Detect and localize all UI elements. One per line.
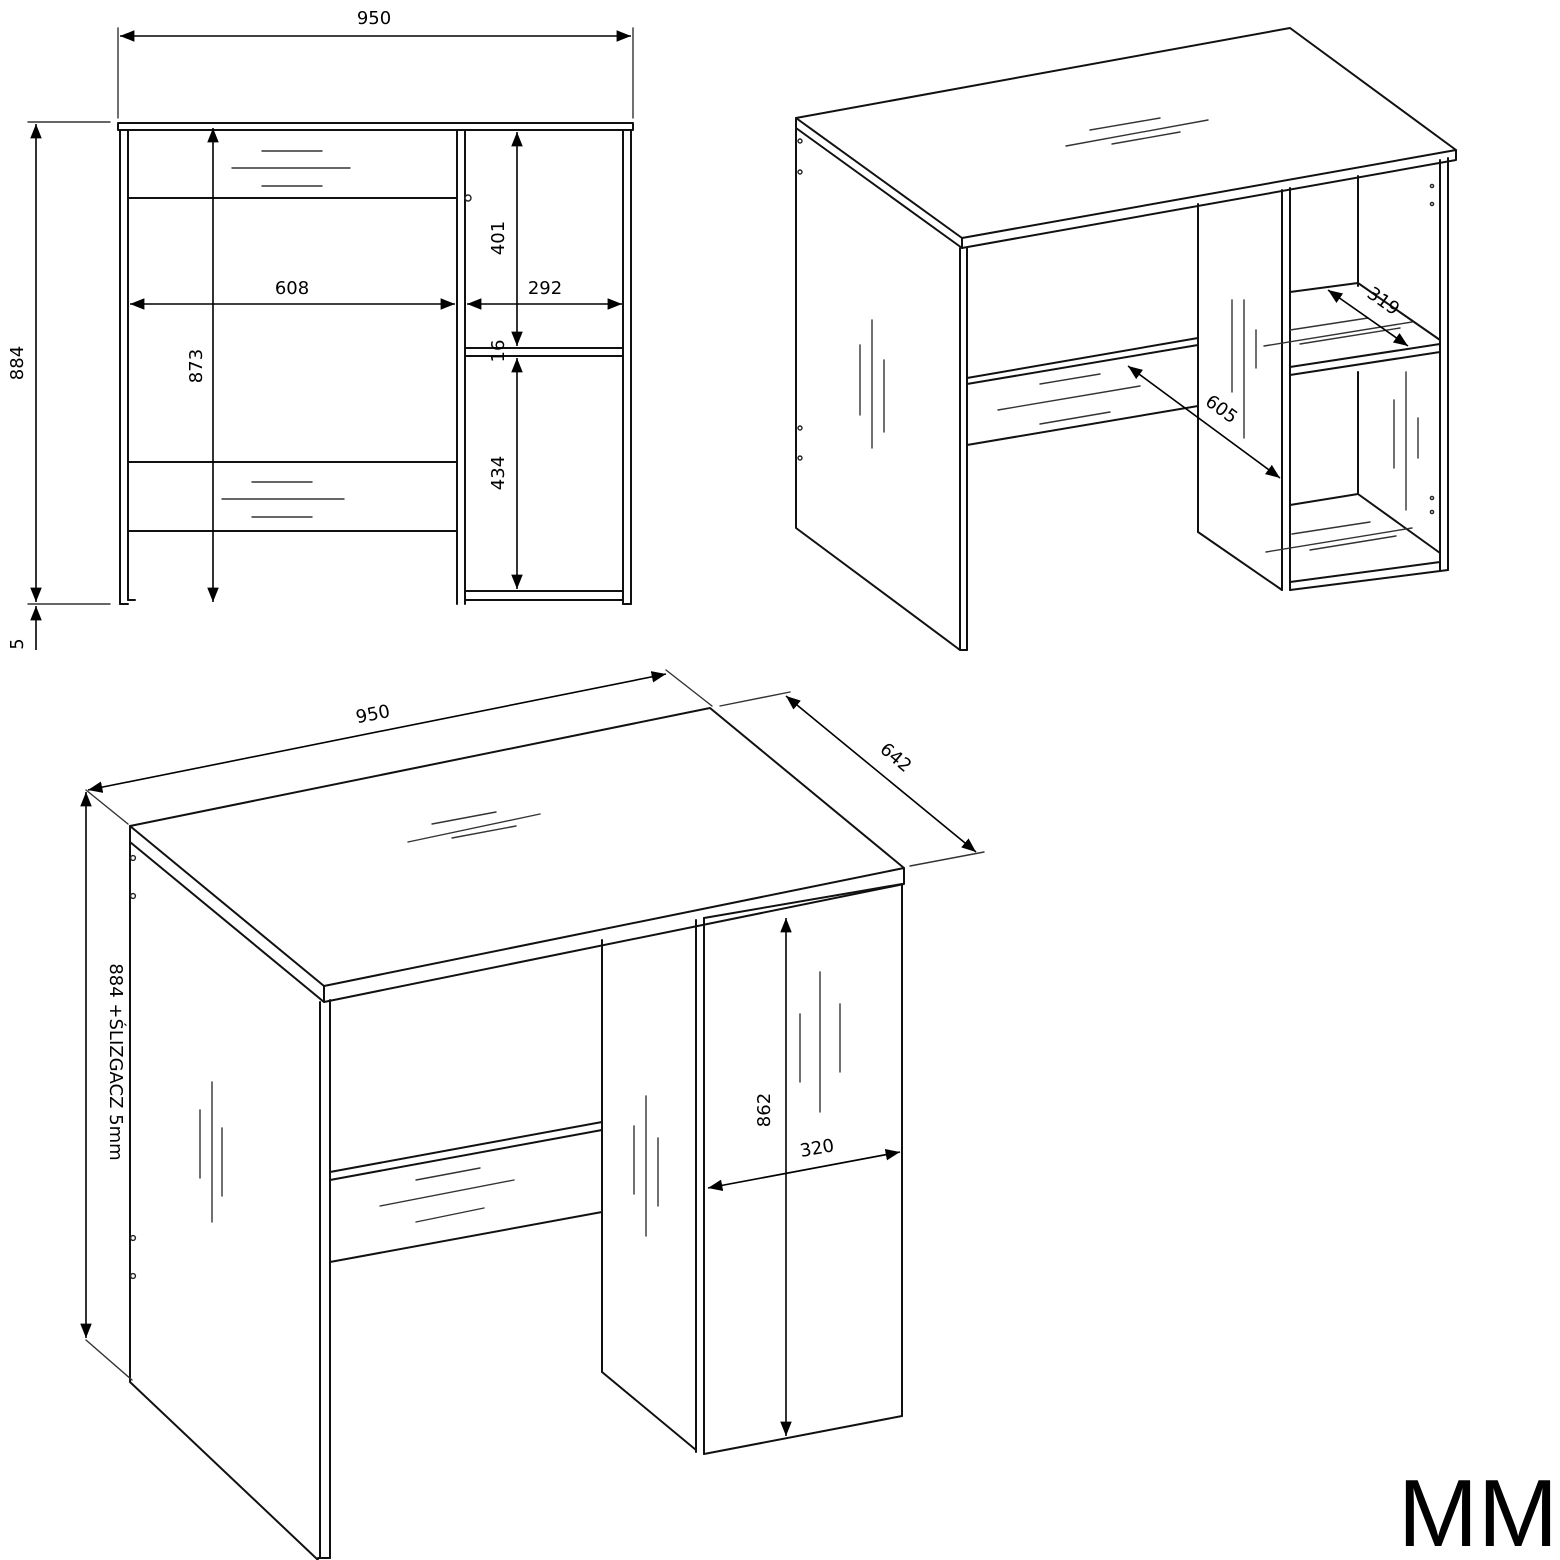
shelf-thickness-label: 16 [488, 340, 509, 363]
front-view: 950 884 5 873 608 292 401 16 434 [7, 8, 634, 650]
main-view: 884 +ŚLIZGACZ 5mm 950 642 862 320 [80, 669, 985, 1560]
foot-height-label: 5 [7, 638, 28, 649]
front-height-label: 884 [7, 346, 28, 380]
iso-view: 319 605 [795, 27, 1457, 651]
shelf-width-label: 292 [528, 278, 562, 299]
opening-depth-label: 605 [1201, 391, 1241, 428]
opening-width-label: 608 [275, 278, 309, 299]
front-width-label: 950 [357, 8, 391, 29]
inner-height-label: 873 [186, 349, 207, 383]
main-width-label: 950 [354, 701, 392, 728]
shelf-depth-label: 319 [1363, 283, 1403, 320]
lower-shelf-label: 434 [488, 456, 509, 490]
main-depth-label: 642 [876, 739, 916, 777]
height-note-label: 884 +ŚLIZGACZ 5mm [105, 963, 127, 1160]
door-height-label: 862 [754, 1093, 775, 1127]
door-width-label: 320 [798, 1135, 835, 1162]
brand-logo: MM [1398, 1460, 1558, 1560]
upper-shelf-label: 401 [488, 221, 509, 255]
